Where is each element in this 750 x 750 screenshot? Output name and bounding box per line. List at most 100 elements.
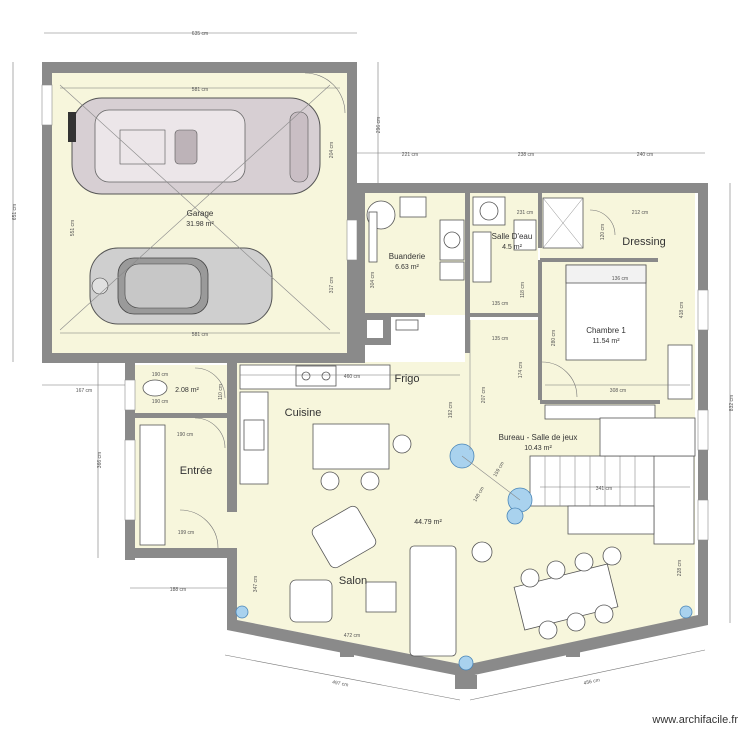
dressing-name: Dressing xyxy=(622,236,665,248)
dim-label: 190 cm xyxy=(152,372,168,378)
window xyxy=(124,439,136,521)
dressing-fixtures xyxy=(542,197,616,249)
dim-label: 317 cm xyxy=(329,277,335,293)
wall-garage-left xyxy=(42,62,52,362)
window xyxy=(41,84,53,126)
dim-label: 635 cm xyxy=(192,31,208,37)
wall-dressing-bottom xyxy=(540,258,658,262)
pillar xyxy=(455,675,477,689)
staircase xyxy=(529,417,696,545)
bureau-name: Bureau - Salle de jeux xyxy=(499,433,578,442)
dim-label: 136 cm xyxy=(612,276,628,282)
garage-name: Garage xyxy=(187,209,214,218)
wall-wc-bottom xyxy=(135,413,227,418)
dim-label: 190 cm xyxy=(152,399,168,405)
wall-buanderie-left xyxy=(355,183,365,363)
dim-label: 304 cm xyxy=(370,272,376,288)
dim-label: 418 cm xyxy=(679,302,685,318)
wall-buanderie-right xyxy=(465,193,470,353)
dim-label: 366 cm xyxy=(97,452,103,468)
frigo-label: Frigo xyxy=(394,373,419,385)
dim-label: 190 cm xyxy=(177,432,193,438)
wardrobe xyxy=(667,344,693,400)
dim-label: 199 cm xyxy=(178,530,194,536)
living-furniture xyxy=(289,505,622,657)
wall-chambre-bottom xyxy=(540,400,660,404)
buanderie-area: 6.63 m² xyxy=(395,264,419,271)
wall-right xyxy=(698,183,708,623)
garage-door-swing xyxy=(304,72,346,114)
dim-label: 228 cm xyxy=(677,560,683,576)
wall-buanderie-bottom xyxy=(365,313,425,317)
dim-label: 167 cm xyxy=(76,388,92,394)
bureau-area: 10.43 m² xyxy=(524,445,552,452)
room-labels: Garage 31.98 m² Buanderie 6.63 m² Salle … xyxy=(175,209,666,587)
wall-top-right xyxy=(355,183,708,193)
dim-label: 308 cm xyxy=(610,388,626,394)
wall-garage-top xyxy=(42,62,357,73)
dim-label: 110 cm xyxy=(218,384,224,400)
garage-area: 31.98 m² xyxy=(186,221,214,228)
wall-entree-right xyxy=(227,362,237,512)
entree-name: Entrée xyxy=(180,465,212,477)
dim-label: 296 cm xyxy=(376,117,382,133)
dim-label: 240 cm xyxy=(637,152,653,158)
window xyxy=(124,379,136,411)
buanderie-fixtures xyxy=(366,196,465,331)
pillar xyxy=(566,645,580,657)
chambre-name: Chambre 1 xyxy=(586,326,626,335)
watermark: www.archifacile.fr xyxy=(652,714,738,726)
dim-label: 204 cm xyxy=(329,142,335,158)
dim-label: 347 cm xyxy=(253,576,259,592)
partition-line xyxy=(461,455,521,501)
chimney-inner xyxy=(367,320,383,338)
dim-label: 551 cm xyxy=(70,220,76,236)
dim-label: 135 cm xyxy=(492,336,508,342)
wc-area: 2.08 m² xyxy=(175,387,199,394)
entree-door-swing xyxy=(179,509,219,549)
dim-label: 135 cm xyxy=(492,301,508,307)
pillar xyxy=(340,645,354,657)
salon-area: 44.79 m² xyxy=(414,519,442,526)
car-top xyxy=(68,97,321,195)
dimension-lines xyxy=(12,32,731,701)
salon-name: Salon xyxy=(339,575,367,587)
wall-salon-left-stub xyxy=(180,548,235,558)
window xyxy=(346,219,358,261)
wall-salon-left xyxy=(227,548,237,628)
window xyxy=(697,409,709,451)
dim-label: 497 cm xyxy=(332,680,349,689)
dim-label: 221 cm xyxy=(402,152,418,158)
wall-sde-right xyxy=(538,193,542,248)
wall-sde-bottom xyxy=(470,313,540,317)
wall-bottom-right xyxy=(465,615,708,677)
dim-label: 280 cm xyxy=(551,330,557,346)
window xyxy=(697,289,709,331)
kitchen xyxy=(239,364,412,491)
dim-label: 238 cm xyxy=(518,152,534,158)
dim-label: 832 cm xyxy=(729,395,735,411)
wall-chambre-left xyxy=(538,260,542,400)
dim-label: 231 cm xyxy=(517,210,533,216)
dim-label: 192 cm xyxy=(448,402,454,418)
dim-label: 118 cm xyxy=(520,282,526,298)
salle-deau-area: 4.5 m² xyxy=(502,244,523,251)
chambre-area: 11.54 m² xyxy=(592,338,620,345)
dim-label: 581 cm xyxy=(192,332,208,338)
cuisine-name: Cuisine xyxy=(285,407,322,419)
salle-deau-name: Salle D'eau xyxy=(492,232,533,241)
dim-label: 460 cm xyxy=(344,374,360,380)
dim-label: 341 cm xyxy=(596,486,612,492)
window xyxy=(697,499,709,541)
buanderie-name: Buanderie xyxy=(389,252,426,261)
dim-label: 188 cm xyxy=(170,587,186,593)
dim-label: 581 cm xyxy=(192,87,208,93)
bed xyxy=(565,264,647,361)
dim-label: 212 cm xyxy=(632,210,648,216)
dim-label: 207 cm xyxy=(481,387,487,403)
dim-label: 120 cm xyxy=(600,224,606,240)
sde-fixtures xyxy=(472,196,537,283)
dim-label: 456 cm xyxy=(583,677,600,686)
wc-fixtures xyxy=(142,367,226,449)
